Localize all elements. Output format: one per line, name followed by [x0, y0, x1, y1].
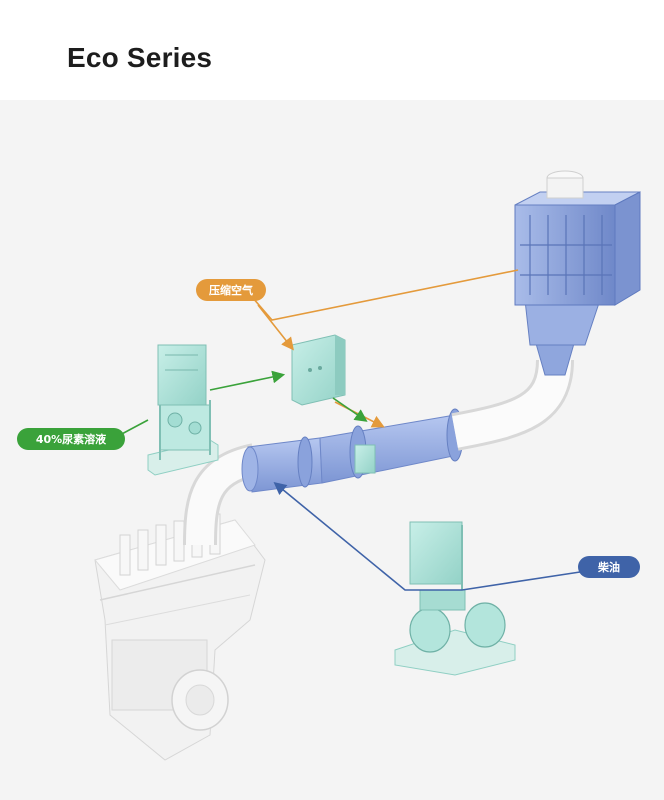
injector-box — [354, 444, 376, 474]
exhaust-pipe-lower — [183, 443, 260, 546]
compressed-air-lines — [245, 269, 519, 428]
scr-reactor — [514, 170, 641, 376]
exhaust-pipe-upper — [451, 359, 574, 451]
label-diesel-text: 柴油 — [597, 560, 620, 574]
label-compressed-air-text: 压缩空气 — [209, 283, 253, 297]
header: Eco Series — [0, 0, 664, 100]
label-urea-solution-text: 40%尿素溶液 — [36, 432, 107, 446]
diesel-supply-unit — [394, 521, 516, 676]
label-diesel: 柴油 — [578, 556, 640, 578]
urea-dosing-unit — [147, 344, 219, 476]
engine — [94, 513, 266, 761]
label-urea-solution: 40%尿素溶液 — [17, 428, 125, 450]
blue-pipe — [241, 408, 464, 493]
label-compressed-air: 压缩空气 — [196, 279, 266, 301]
air-control-box — [291, 334, 346, 406]
page-title: Eco Series — [67, 42, 213, 73]
diesel-line — [273, 481, 581, 591]
